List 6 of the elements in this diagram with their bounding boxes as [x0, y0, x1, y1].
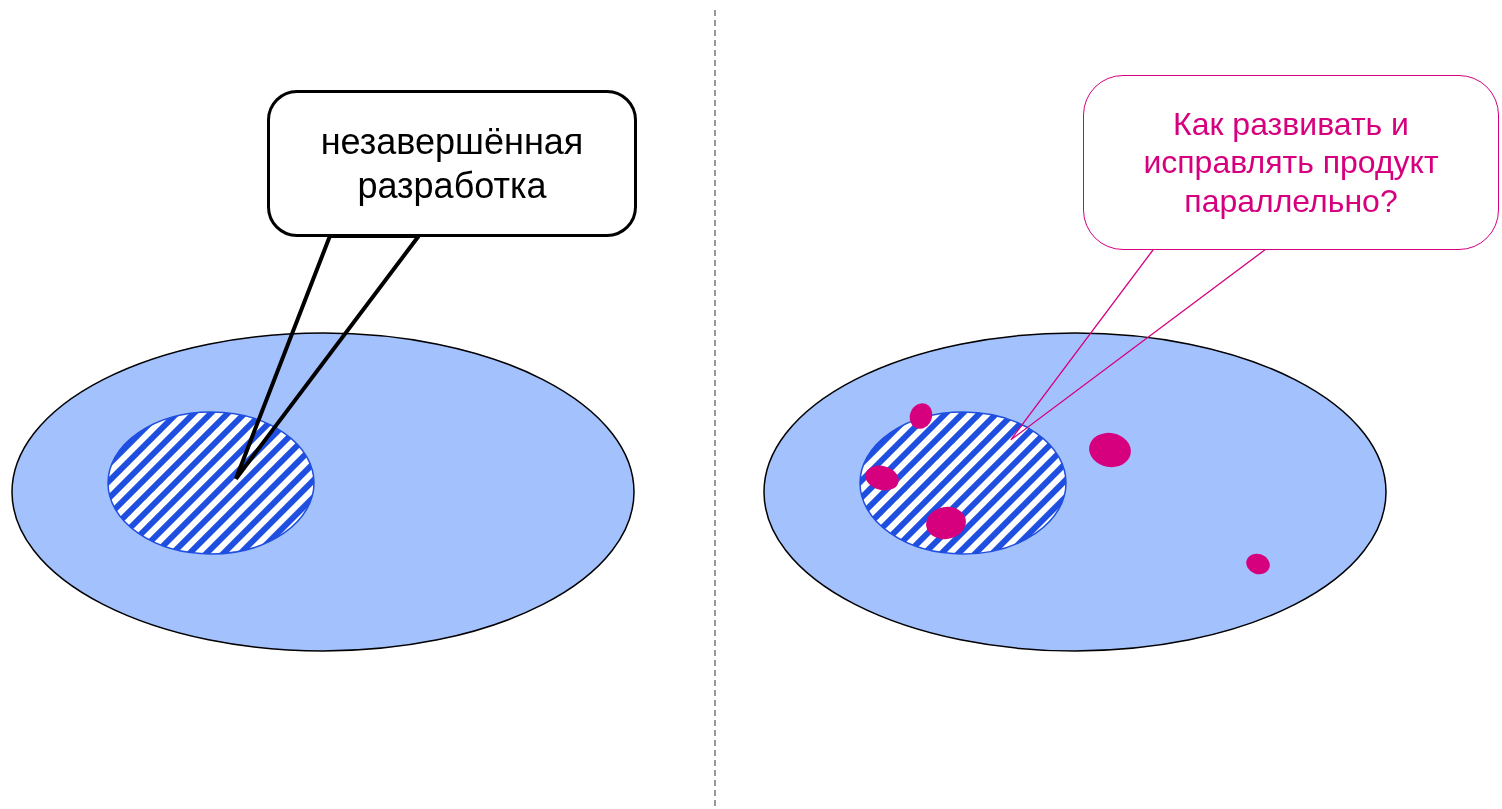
- ellipse-region: [11, 332, 635, 652]
- hatched-ellipse: [859, 411, 1067, 555]
- speech-bubble: Как развивать и исправлять продукт параллельно?: [1083, 75, 1499, 250]
- hatched-ellipse: [107, 411, 315, 555]
- ellipse-region: [763, 332, 1387, 652]
- speech-bubble: незавершённая разработка: [267, 90, 637, 237]
